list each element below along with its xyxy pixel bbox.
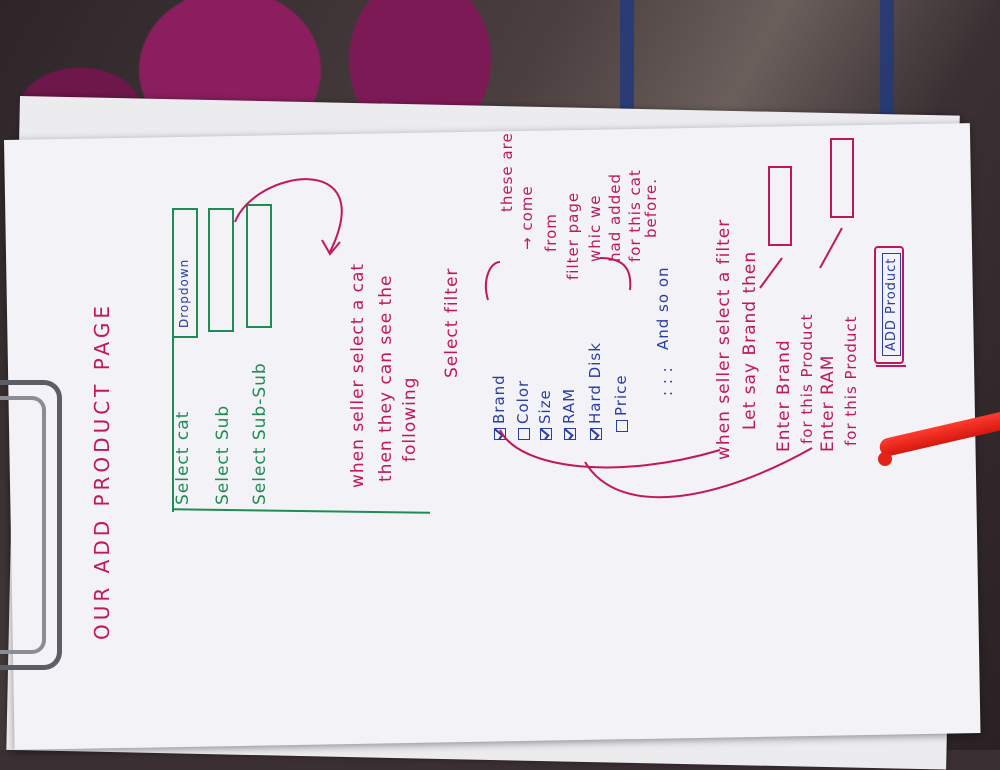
dropdown-select-cat[interactable]: Dropdown [172,208,198,338]
arrow-category-to-note-head [321,239,341,256]
arrow-filter-hard-disk [584,447,813,499]
add-product-button-outline[interactable]: ADD Product [874,246,904,364]
form-divider-line [172,212,174,512]
clipboard-clip [0,380,62,670]
fabric-stripe [620,0,634,130]
input-ram[interactable] [830,138,854,218]
arrow-category-to-note [234,178,343,253]
input-brand[interactable] [768,166,792,246]
input-select-subsub[interactable] [246,204,272,328]
annotation-arrows [234,178,906,499]
arrow-filter-brand [499,429,721,469]
input-select-sub[interactable] [208,208,234,332]
arrow-to-brand-box [759,257,783,289]
arrow-to-ram-box [819,227,843,269]
red-pen-tip [878,452,892,466]
bracket-filters [484,257,632,301]
clipboard-clip-inner [0,396,46,654]
fabric-stripe [880,0,894,130]
